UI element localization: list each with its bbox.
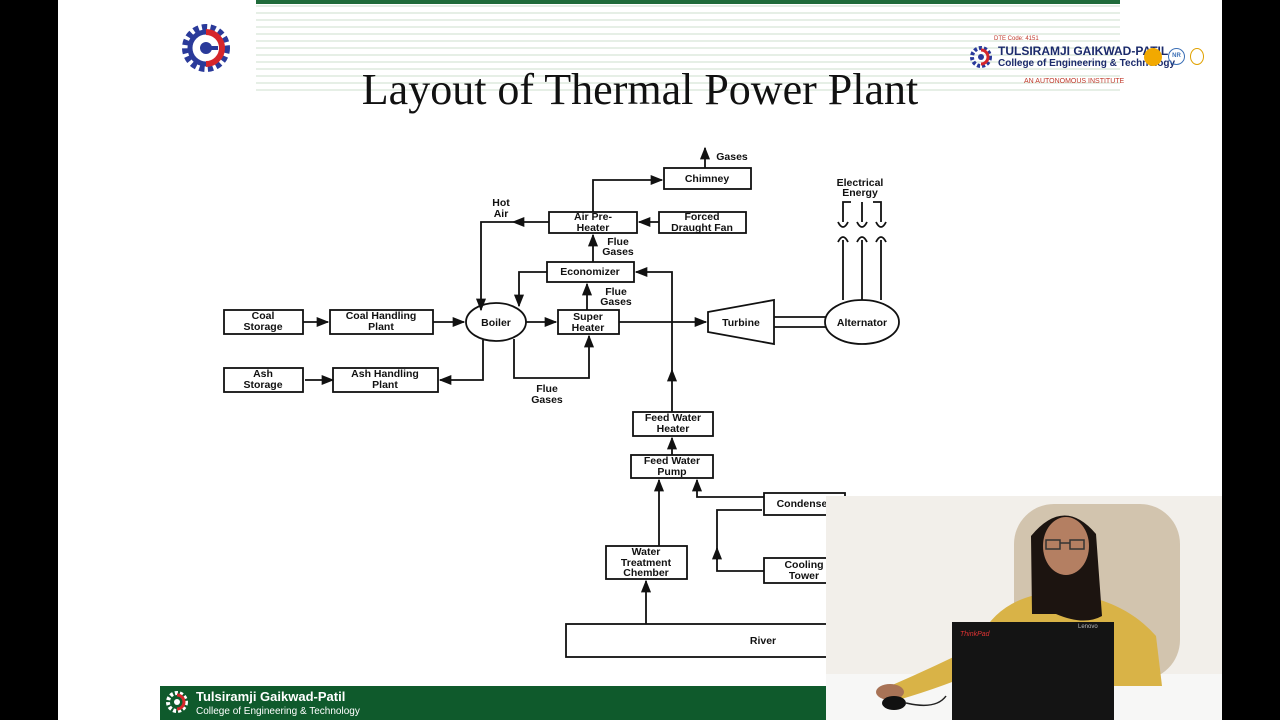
- label-forced-draught-2: Draught Fan: [671, 222, 733, 234]
- label-cooling-tower-1: Cooling: [784, 559, 823, 571]
- label-hot-air-1: Hot: [492, 197, 510, 209]
- label-coal-handling-1: Coal Handling: [346, 310, 417, 322]
- label-water-treatment-1: Water: [632, 546, 661, 558]
- college-name: TULSIRAMJI GAIKWAD-PATIL: [998, 44, 1169, 58]
- presenter-scene: ThinkPad Lenovo: [826, 496, 1222, 720]
- alternator-output-leads: [842, 240, 882, 300]
- label-flue-gases-a2: Gases: [602, 246, 634, 258]
- shaft-turbine-alternator: [774, 316, 826, 328]
- flow-preheater-to-chimney: [592, 174, 664, 212]
- label-feed-water-pump-1: Feed Water: [644, 455, 700, 467]
- gear-logo-icon: [182, 24, 230, 72]
- label-forced-draught-1: Forced: [684, 211, 719, 223]
- presenter-hand: [876, 684, 904, 700]
- mouse-cable: [905, 695, 947, 707]
- label-ash-handling-1: Ash Handling: [351, 368, 419, 380]
- label-flue-gases-b2: Gases: [600, 296, 632, 308]
- label-flue-gases-a1: Flue: [607, 236, 629, 248]
- bulb-badge-icon: [1190, 48, 1204, 65]
- label-gases: Gases: [716, 151, 748, 163]
- label-feed-water-heater-1: Feed Water: [645, 412, 701, 424]
- turbine-shape: [707, 298, 775, 346]
- label-ash-handling-2: Plant: [372, 379, 398, 391]
- accreditation-badge-icon: [1144, 48, 1162, 66]
- label-chimney: Chimney: [685, 173, 730, 185]
- label-air-preheater-1: Air Pre-: [574, 211, 612, 223]
- transformer-output-leads: [842, 201, 882, 222]
- presenter-glasses-icon: [1045, 539, 1085, 550]
- label-water-treatment-3: Chember: [623, 567, 669, 579]
- flow-cooling-to-condenser: [716, 509, 764, 572]
- label-super-heater-1: Super: [573, 311, 603, 323]
- feed-water-heater-box: [632, 411, 714, 437]
- presenter-face: [1043, 517, 1089, 575]
- college-tagline: AN AUTONOMOUS INSTITUTE: [1024, 78, 1125, 85]
- footer-bar: Tulsiramji Gaikwad-Patil College of Engi…: [160, 686, 880, 720]
- label-economizer: Economizer: [560, 266, 620, 278]
- label-condenser: Condenser: [777, 498, 832, 510]
- label-electrical-1: Electrical: [837, 177, 884, 189]
- flow-heater-to-economizer: [634, 266, 673, 412]
- label-alternator: Alternator: [837, 317, 887, 329]
- label-water-treatment-2: Treatment: [621, 557, 672, 569]
- flow-boiler-flue-to-superheater: [513, 334, 595, 379]
- label-feed-water-heater-2: Heater: [657, 423, 690, 435]
- footer-college-name: Tulsiramji Gaikwad-Patil: [196, 689, 346, 704]
- label-ash-storage-1: Ash: [253, 368, 273, 380]
- label-cooling-tower-2: Tower: [789, 570, 819, 582]
- header-banner-strip: [256, 0, 1120, 4]
- label-boiler: Boiler: [481, 317, 511, 329]
- nr-badge: NR: [1168, 48, 1185, 65]
- label-air-preheater-2: Heater: [577, 222, 610, 234]
- label-ash-storage-2: Storage: [243, 379, 282, 391]
- label-electrical-2: Energy: [842, 187, 878, 199]
- ash-storage-box: [223, 367, 304, 393]
- flow-hot-air-line: [475, 221, 513, 312]
- label-flue-gases-b1: Flue: [605, 286, 627, 298]
- college-logo: DTE Code: 4151 TULSIRAMJI GAIKWAD-PATIL …: [964, 34, 1222, 94]
- label-river: River: [750, 635, 776, 647]
- college-gear-icon: [970, 46, 992, 68]
- slide-title: Layout of Thermal Power Plant: [361, 65, 919, 114]
- label-flue-gases-c1: Flue: [536, 383, 558, 395]
- computer-mouse-icon: [882, 696, 906, 710]
- flow-condenser-to-pump: [691, 478, 764, 498]
- label-flue-gases-c2: Gases: [531, 394, 563, 406]
- laptop-brand-right: Lenovo: [1078, 624, 1098, 630]
- label-hot-air-2: Air: [494, 208, 509, 220]
- footer-logo-icon: [166, 691, 188, 713]
- water-treatment-box: [605, 545, 688, 580]
- label-turbine: Turbine: [722, 317, 760, 329]
- transformer-coil-icon: [837, 221, 887, 243]
- label-coal-handling-2: Plant: [368, 321, 394, 333]
- college-code: DTE Code: 4151: [994, 36, 1039, 42]
- label-coal-storage-1: Coal: [252, 310, 275, 322]
- label-feed-water-pump-2: Pump: [657, 466, 686, 478]
- presenter-video-overlay: ThinkPad Lenovo: [826, 496, 1222, 720]
- flow-economizer-to-boiler: [513, 271, 547, 308]
- college-subtitle: College of Engineering & Technology: [998, 58, 1176, 69]
- footer-college-subtitle: College of Engineering & Technology: [196, 706, 360, 717]
- label-super-heater-2: Heater: [572, 322, 605, 334]
- chimney-box: [663, 167, 752, 190]
- label-coal-storage-2: Storage: [243, 321, 282, 333]
- slide: DTE Code: 4151 TULSIRAMJI GAIKWAD-PATIL …: [58, 0, 1222, 720]
- laptop-brand-left: ThinkPad: [960, 631, 991, 638]
- flow-boiler-to-ash-handling: [438, 340, 484, 386]
- laptop-lid: [952, 622, 1114, 720]
